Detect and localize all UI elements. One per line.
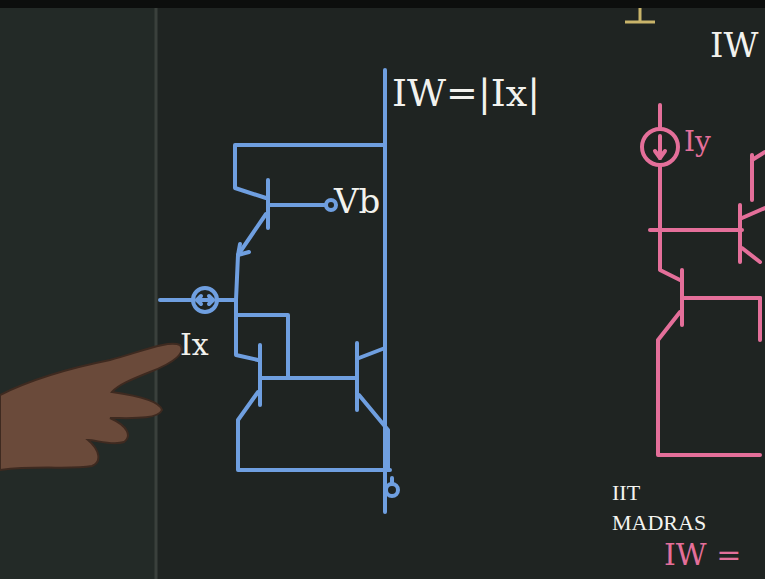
equation-label: IW=|Ix| <box>392 74 540 112</box>
signal-name: Iy <box>684 128 711 156</box>
watermark: IIT MADRAS <box>612 478 722 537</box>
signal-name: Vb <box>334 184 380 218</box>
signal-name: Ix <box>180 330 209 360</box>
equation-label: IW = <box>664 540 741 570</box>
signal-name: IW <box>710 28 758 62</box>
